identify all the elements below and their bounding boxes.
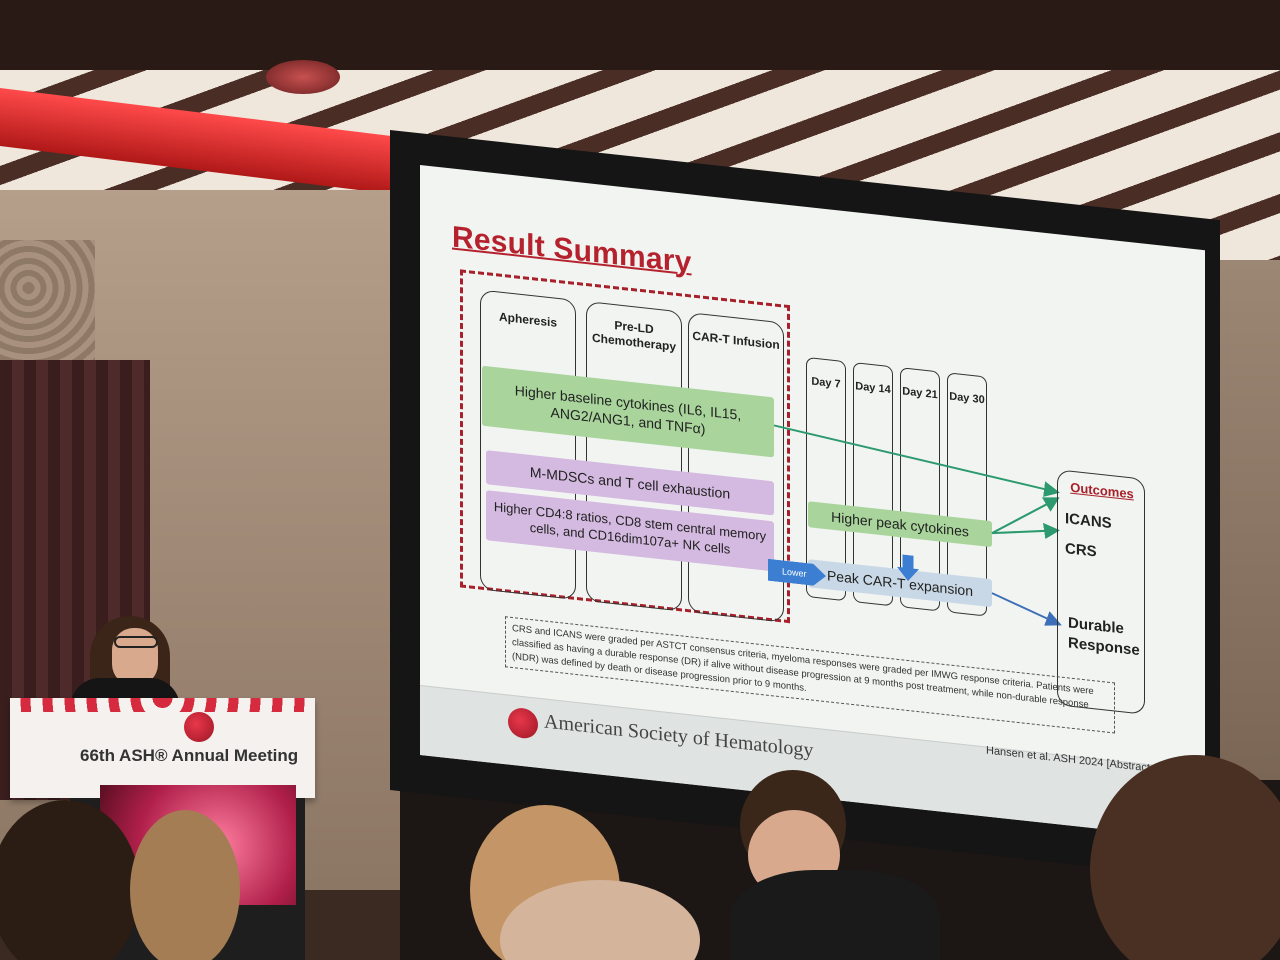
- ceiling-shadow: [0, 0, 1280, 70]
- presentation-slide: Result Summary Apheresis Pre-LD Chemothe…: [420, 165, 1205, 841]
- outcome-durable: Durable Response: [1068, 614, 1140, 659]
- podium-logo-icon: [184, 712, 214, 742]
- arrow-baseline-to-icans: [773, 424, 1060, 497]
- podium-decor: [10, 698, 315, 712]
- connector-arrows: [773, 424, 1062, 626]
- ceiling-light-icon: [266, 60, 340, 94]
- audience-head: [0, 800, 140, 960]
- audience-head: [130, 810, 240, 960]
- arrow-peak-to-icans: [991, 497, 1060, 535]
- arrow-cart-to-durable: [991, 592, 1062, 626]
- wall-decor: [0, 240, 95, 360]
- glasses-icon: [114, 636, 158, 648]
- podium: [10, 698, 315, 798]
- podium-banner-text: 66th ASH® Annual Meeting: [80, 746, 299, 765]
- audience-body: [730, 870, 940, 960]
- arrow-peak-to-crs: [991, 522, 1060, 539]
- outcome-crs: CRS: [1065, 540, 1097, 561]
- audience-head: [1090, 755, 1280, 960]
